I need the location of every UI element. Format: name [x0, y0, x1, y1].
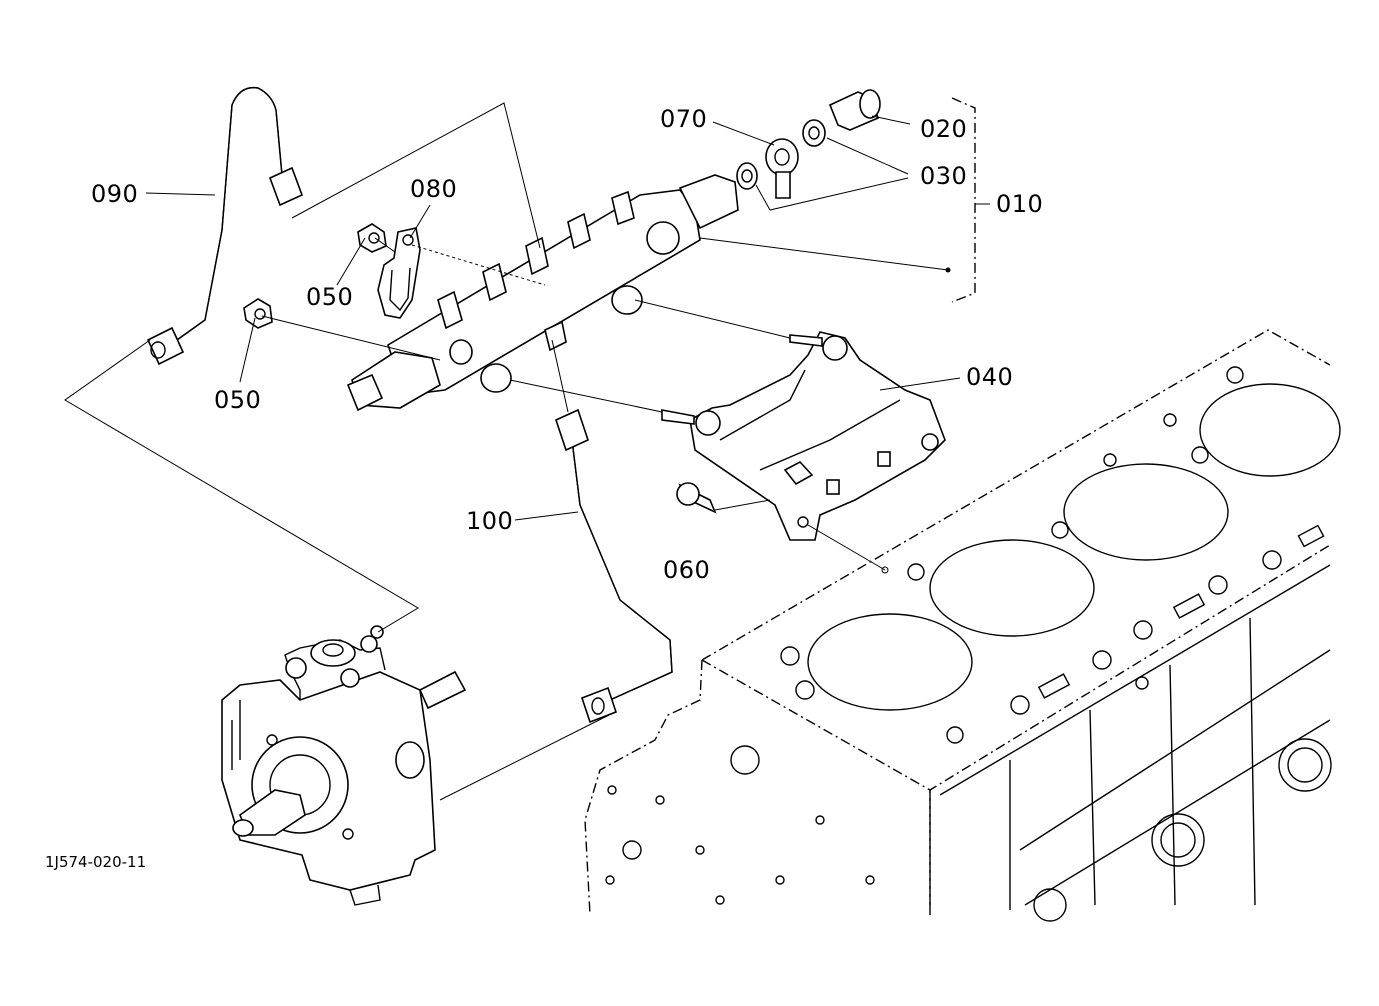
callout-020: 020	[920, 115, 968, 143]
callout-070: 070	[660, 105, 708, 133]
callout-050-upper: 050	[306, 283, 354, 311]
document-code: 1J574-020-11	[45, 853, 147, 871]
small-parts	[243, 89, 881, 329]
callout-010: 010	[996, 190, 1044, 218]
pipe-090	[146, 86, 304, 366]
callout-050-lower: 050	[214, 386, 262, 414]
callout-040: 040	[966, 363, 1014, 391]
callout-030: 030	[920, 162, 968, 190]
callout-090: 090	[91, 180, 139, 208]
supply-pump	[221, 625, 467, 906]
leader-lines	[64, 97, 990, 801]
bracket-040	[661, 331, 946, 541]
callout-060: 060	[663, 556, 711, 584]
callout-080: 080	[410, 175, 458, 203]
engine-block	[584, 329, 1341, 922]
common-rail	[346, 174, 739, 412]
pipe-100	[555, 408, 673, 724]
callout-100: 100	[466, 507, 514, 535]
